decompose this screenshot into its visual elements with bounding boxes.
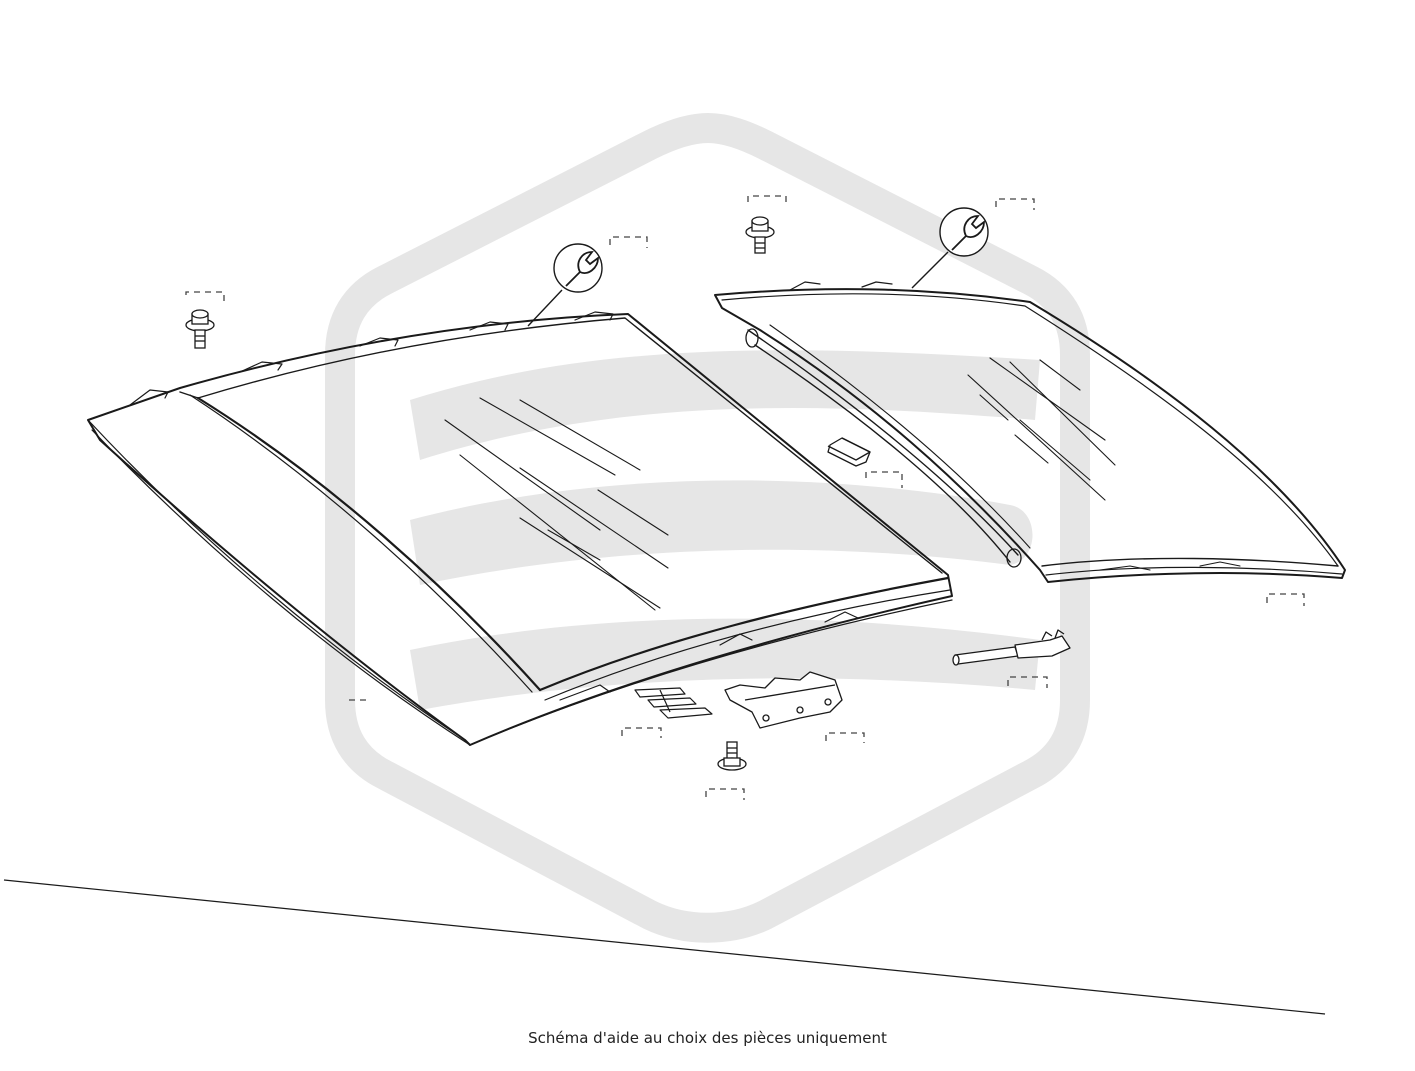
mounting-bracket — [725, 672, 842, 728]
wrench-icon[interactable] — [911, 207, 989, 289]
bolt-top-center — [745, 216, 775, 254]
bolt-bottom — [717, 741, 747, 771]
ground-line — [3, 879, 1326, 1015]
brand-logo-watermark — [325, 113, 1090, 943]
foam-block — [828, 438, 870, 466]
bolt-left — [185, 309, 215, 349]
clip-set — [635, 688, 712, 718]
reference-markers — [185, 195, 1305, 800]
front-glass-roof-panel — [88, 312, 952, 745]
wrench-icon[interactable] — [527, 243, 603, 327]
diagram-caption: Schéma d'aide au choix des pièces unique… — [528, 1029, 887, 1047]
drive-cable — [953, 630, 1070, 665]
rear-glass-roof-panel — [715, 282, 1345, 582]
